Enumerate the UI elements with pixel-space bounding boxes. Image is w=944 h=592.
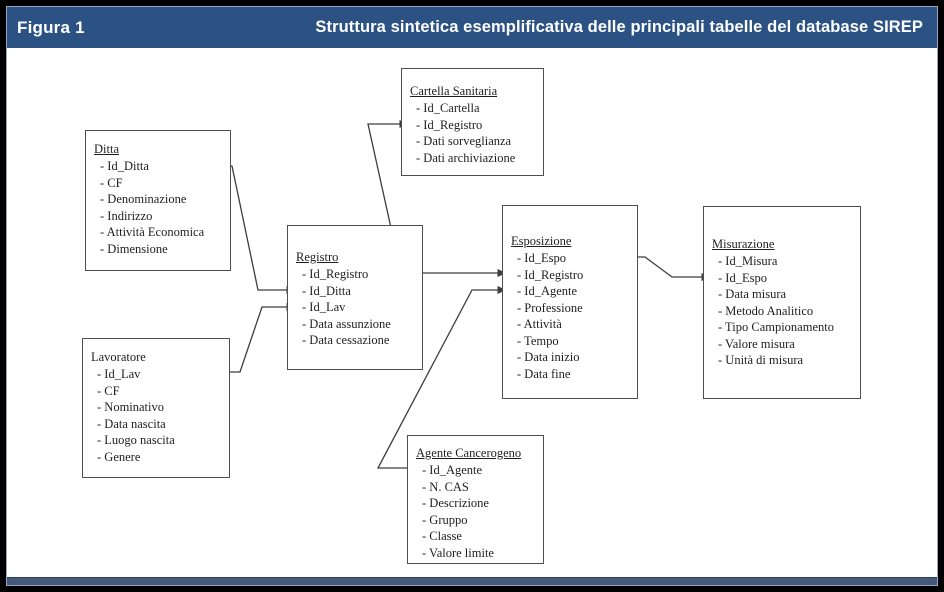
figure-header: Figura 1 Struttura sintetica esemplifica… [7, 7, 937, 48]
bottom-rule [7, 577, 937, 585]
figure-label: Figura 1 [17, 17, 85, 37]
figure-panel: Figura 1 Struttura sintetica esemplifica… [6, 6, 938, 586]
figure-title: Struttura sintetica esemplificativa dell… [315, 18, 923, 36]
